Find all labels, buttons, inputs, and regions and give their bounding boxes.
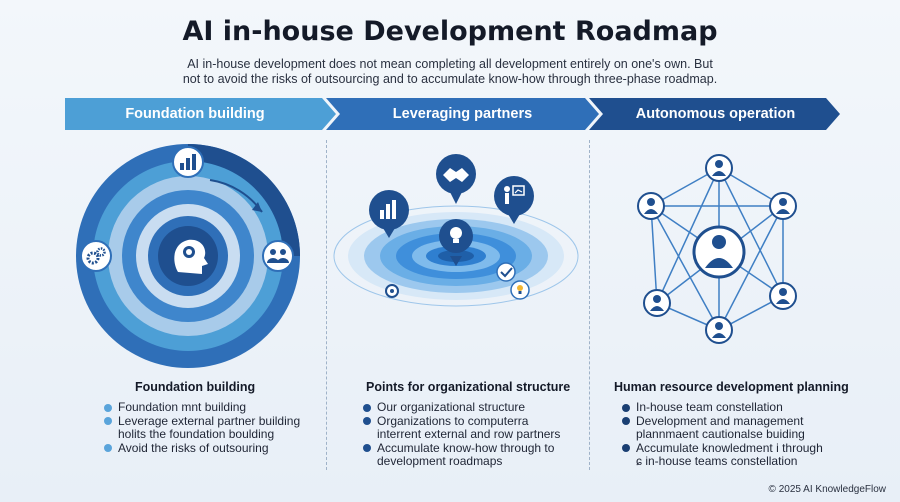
node-person-bottom — [705, 316, 733, 344]
presenter-icon — [494, 176, 534, 224]
partners-bar-chart-icon — [369, 190, 409, 238]
page-title: AI in-house Development Roadmap — [182, 16, 718, 47]
bullet-dot — [363, 417, 371, 425]
footer-copyright: © 2025 AI KnowledgeFlow — [768, 484, 886, 495]
target-icon — [385, 284, 399, 298]
subtitle-line-2: not to avoid the risks of outsourcing an… — [182, 72, 718, 86]
page-subtitle: AI in-house development does not mean co… — [140, 57, 760, 87]
person-icon — [692, 225, 746, 279]
column-heading-partners: Points for organizational structure — [366, 380, 571, 394]
bullet-dot — [622, 444, 630, 452]
bullet-list-partners: Our organizational structure Organizatio… — [363, 400, 578, 469]
phase-chevron-1 — [65, 98, 336, 130]
bullet-dot — [363, 444, 371, 452]
foundation-illustration — [76, 144, 300, 368]
small-lightbulb-icon — [510, 280, 530, 300]
phase-bar — [0, 98, 900, 130]
column-divider-1 — [326, 140, 327, 470]
bullet-list-autonomous: In-house team constellation Development … — [622, 400, 852, 469]
phase-label-foundation: Foundation building — [125, 106, 265, 122]
list-item: In-house team constellation — [622, 400, 852, 415]
autonomous-illustration — [637, 154, 797, 344]
bullet-dot — [622, 417, 630, 425]
phase-label-autonomous: Autonomous operation — [635, 106, 796, 122]
bar-chart-icon — [172, 146, 204, 178]
brain-head-icon — [174, 239, 208, 274]
node-person-bottom-left — [643, 289, 671, 317]
bullet-dot — [363, 403, 371, 412]
column-divider-2 — [589, 140, 590, 470]
handshake-icon — [436, 154, 476, 204]
bullet-list-foundation: Foundation mnt building Leverage externa… — [104, 400, 319, 456]
bullet-dot — [104, 417, 112, 425]
column-heading-foundation: Foundation building — [135, 380, 256, 394]
subtitle-line-1: AI in-house development does not mean co… — [187, 57, 713, 71]
bullet-dot — [104, 403, 112, 412]
column-heading-autonomous: Human resource development planning — [614, 380, 849, 394]
team-icon — [262, 240, 294, 272]
node-person-left — [637, 192, 665, 220]
partners-illustration — [333, 154, 579, 307]
phase-chevron-2 — [326, 98, 599, 130]
bullet-dot — [104, 444, 112, 452]
node-person-right — [769, 192, 797, 220]
bullet-dot — [622, 403, 630, 412]
phase-label-partners: Leveraging partners — [392, 106, 533, 122]
list-item: Foundation mnt building — [104, 400, 319, 415]
gears-icon — [80, 240, 112, 272]
node-person-top — [705, 154, 733, 182]
checkmark-icon — [496, 262, 516, 282]
list-item: Avoid the risks of outsouring — [104, 441, 319, 456]
node-person-bottom-right — [769, 282, 797, 310]
lightbulb-icon — [439, 219, 473, 266]
list-item: Our organizational structure — [363, 400, 578, 415]
phase-chevron-3 — [589, 98, 840, 130]
